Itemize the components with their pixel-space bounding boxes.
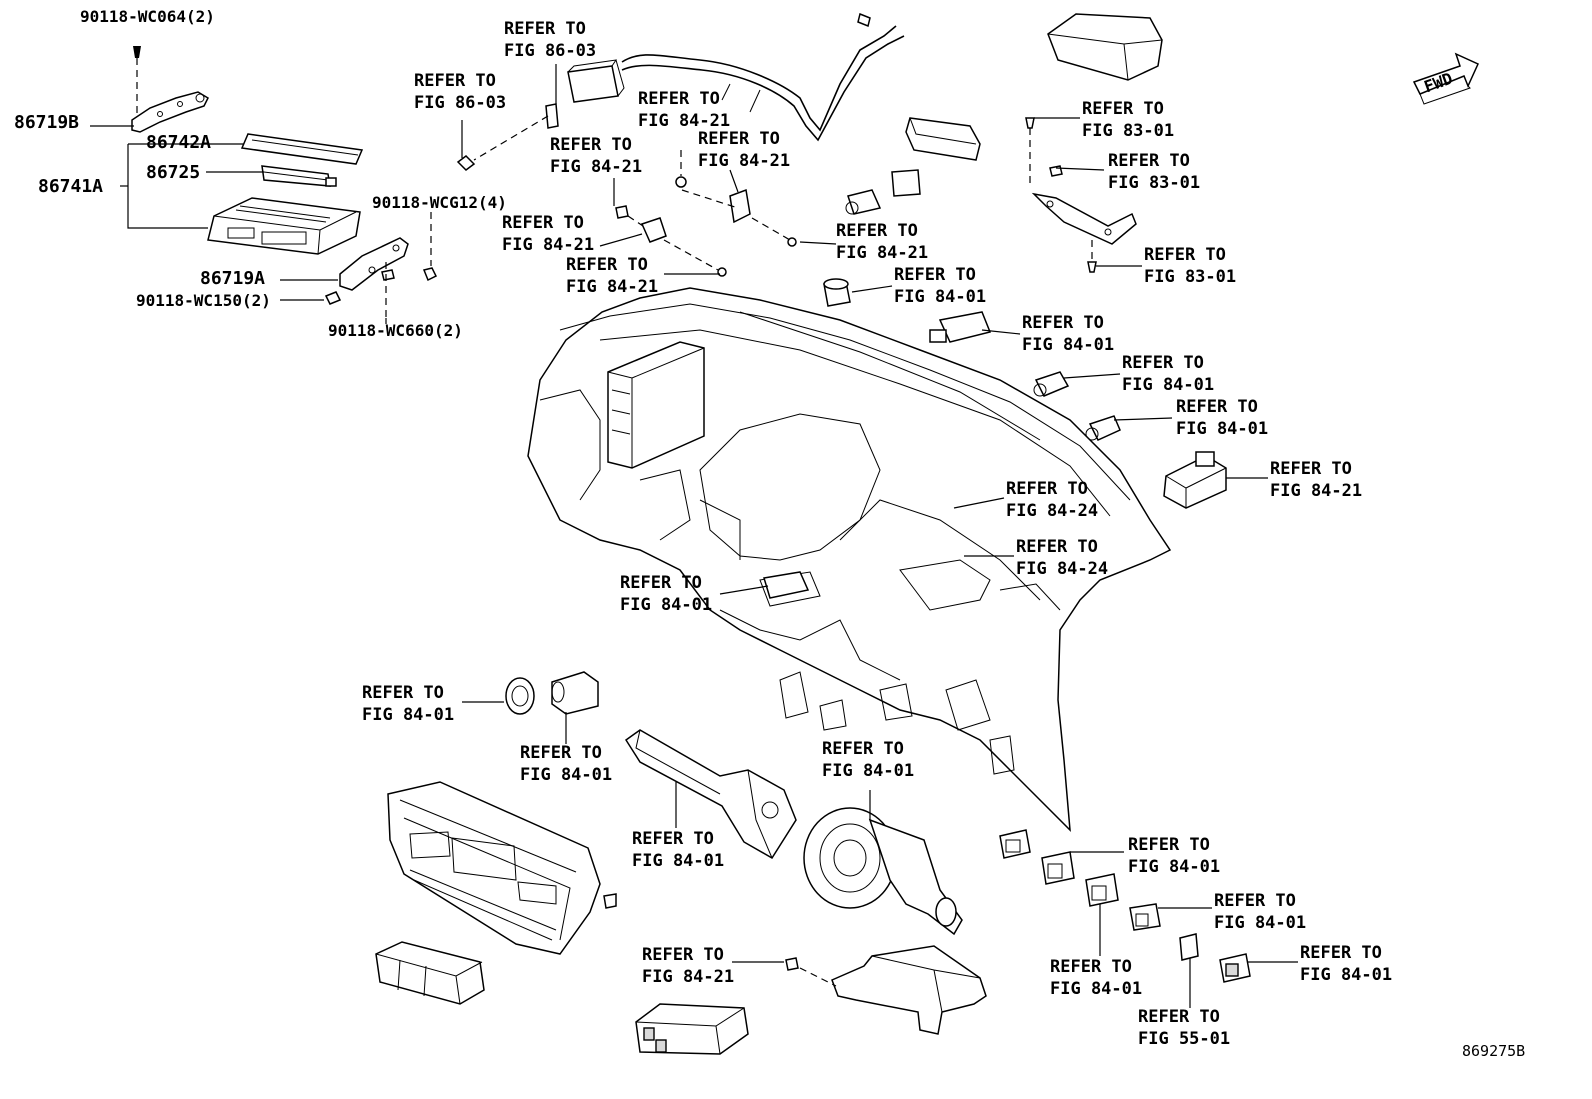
part-label-90118-wc660: 90118-WC660(2)	[328, 321, 463, 340]
part-label-86719b: 86719B	[14, 112, 80, 133]
figure-number: 869275B	[1462, 1042, 1526, 1060]
instrument-panel	[527, 287, 1172, 832]
label-strip-86742a	[240, 133, 364, 165]
part-label-90118-wcg12: 90118-WCG12(4)	[372, 193, 507, 212]
power-outlet	[505, 671, 599, 715]
part-label-86742a: 86742A	[146, 132, 212, 153]
airbag-sensor	[785, 945, 987, 1035]
part-label-90118-wc150: 90118-WC150(2)	[136, 291, 271, 310]
switches-lower-right	[999, 829, 1251, 983]
fwd-arrow	[1412, 52, 1479, 105]
part-label-86725: 86725	[146, 162, 201, 183]
part-label-90118-wc064: 90118-WC064(2)	[80, 7, 215, 26]
combination-switch	[624, 729, 797, 860]
cover-86725	[261, 165, 337, 187]
leader-lines	[90, 64, 1298, 1008]
display-unit-86741a	[207, 197, 361, 255]
upper-right-components	[823, 13, 1227, 557]
clips-84-21	[615, 150, 797, 277]
bracket-86719b	[131, 46, 209, 133]
bracket-86719a	[324, 212, 438, 318]
climate-control-panel	[387, 781, 617, 955]
spiral-cable	[803, 807, 963, 936]
wire-harness	[456, 12, 905, 171]
switch-lower-center	[635, 1003, 749, 1055]
switch-block-lower-left	[375, 941, 485, 1005]
part-label-86741a: 86741A	[38, 176, 104, 197]
part-label-86719a: 86719A	[200, 268, 266, 289]
